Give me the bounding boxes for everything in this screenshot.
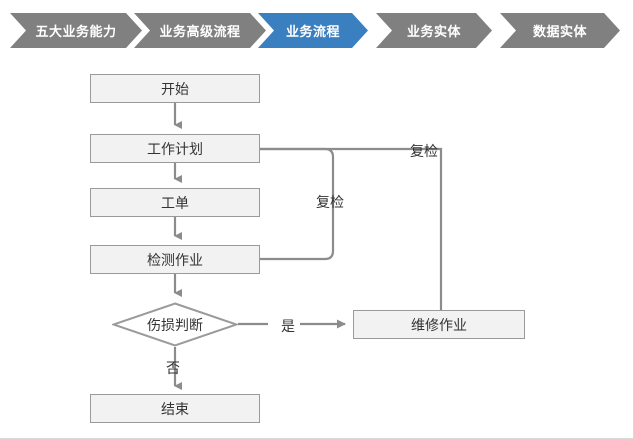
node-label: 结束 — [161, 400, 189, 417]
breadcrumb-item-1[interactable]: 业务高级流程 — [134, 13, 266, 48]
breadcrumb-item-4[interactable]: 数据实体 — [500, 13, 620, 48]
node-work-order[interactable]: 工单 — [90, 188, 260, 217]
edge-label-recheck-inner: 复检 — [316, 194, 344, 210]
node-label: 开始 — [161, 80, 189, 97]
node-label: 工作计划 — [147, 140, 203, 157]
breadcrumb-item-label: 数据实体 — [532, 24, 587, 39]
node-label: 伤损判断 — [147, 316, 203, 333]
breadcrumb: 五大业务能力 业务高级流程 业务流程 业务实体 数据实体 — [0, 0, 634, 62]
node-label: 维修作业 — [411, 316, 467, 333]
node-end[interactable]: 结束 — [90, 394, 260, 423]
node-inspection-task[interactable]: 检测作业 — [90, 245, 260, 274]
node-label: 检测作业 — [147, 251, 203, 268]
edge-repair-recheck-workplan — [199, 144, 443, 310]
node-label: 工单 — [161, 194, 189, 211]
breadcrumb-item-3[interactable]: 业务实体 — [376, 13, 492, 48]
breadcrumb-item-label: 业务实体 — [406, 24, 461, 39]
breadcrumb-item-2-active[interactable]: 业务流程 — [258, 13, 368, 48]
diamond-icon — [112, 302, 238, 347]
flowchart: 开始 工作计划 工单 检测作业 伤损判断 维修作业 结束 复检 复检 是 否 — [0, 62, 634, 439]
node-repair-task[interactable]: 维修作业 — [353, 310, 525, 339]
node-damage-judgment[interactable]: 伤损判断 — [112, 302, 238, 347]
node-start[interactable]: 开始 — [90, 74, 260, 103]
breadcrumb-item-label: 五大业务能力 — [35, 24, 117, 39]
node-work-plan[interactable]: 工作计划 — [90, 134, 260, 163]
edge-label-no: 否 — [166, 360, 180, 376]
edge-label-yes: 是 — [281, 318, 295, 334]
edge-label-recheck-outer: 复检 — [410, 143, 438, 159]
breadcrumb-item-0[interactable]: 五大业务能力 — [10, 13, 142, 48]
breadcrumb-item-label: 业务高级流程 — [159, 24, 241, 39]
breadcrumb-item-label: 业务流程 — [285, 24, 340, 39]
